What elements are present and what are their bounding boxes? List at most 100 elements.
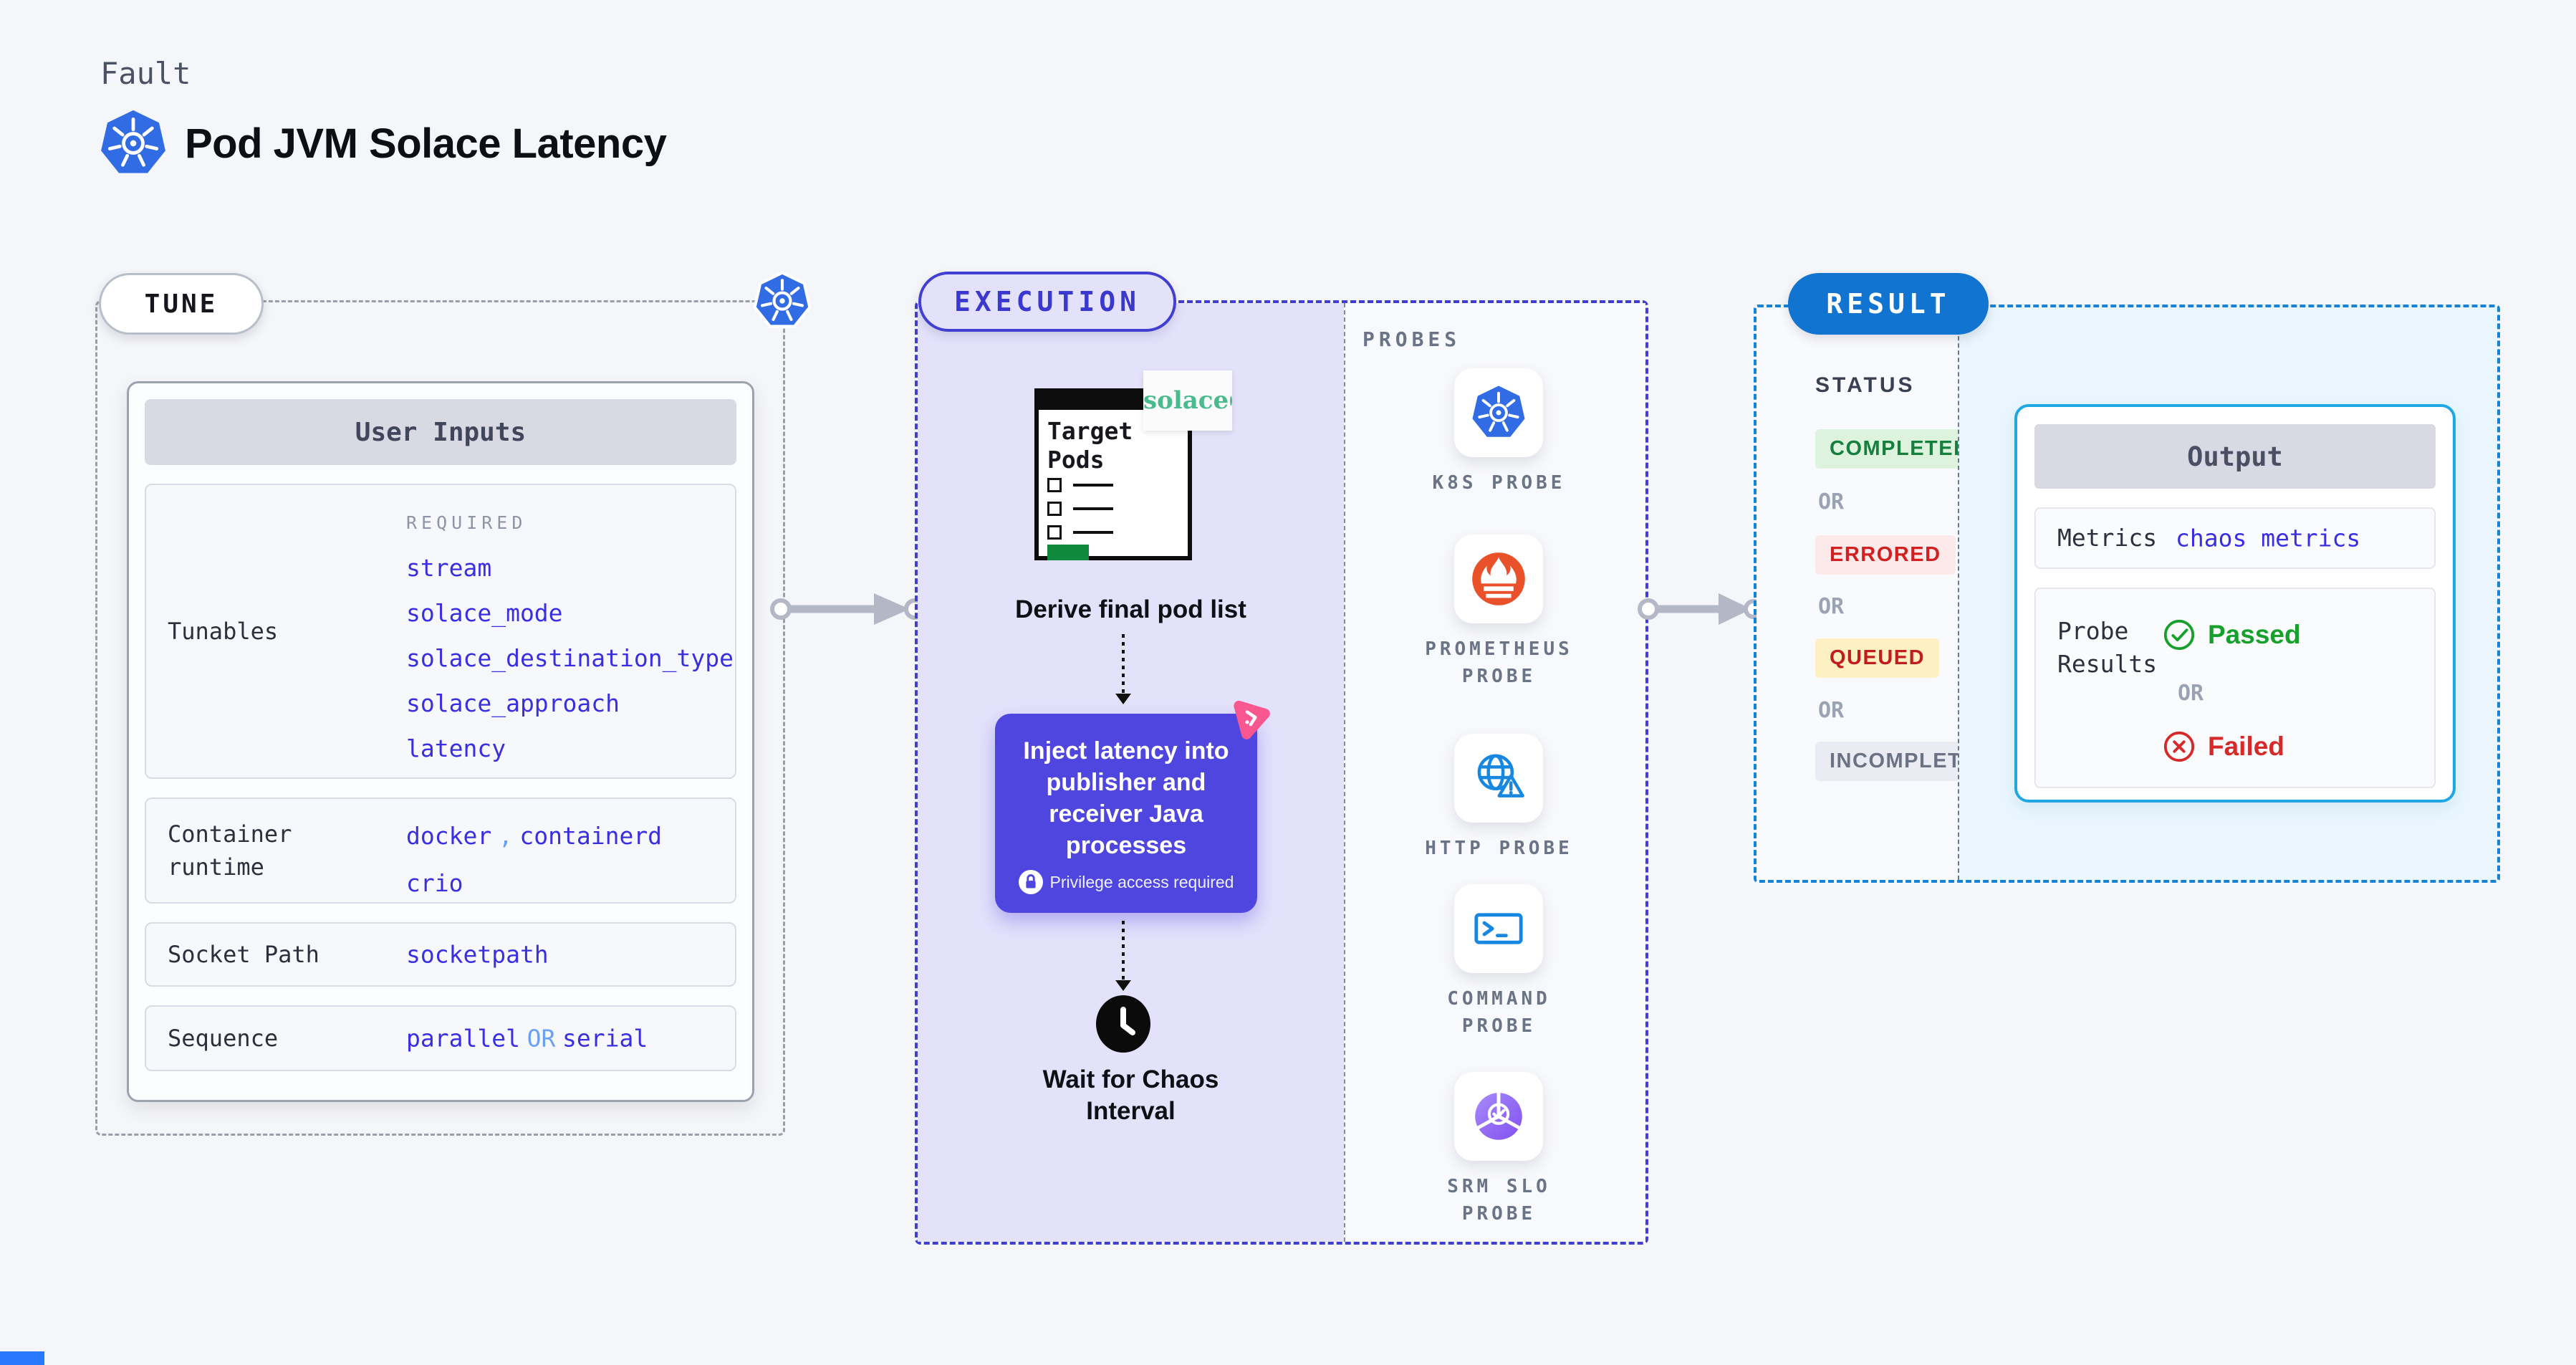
tunable-value: latency (406, 734, 506, 762)
socket-path-label: Socket Path (168, 941, 319, 968)
k8s-probe-label: K8S PROBE (1432, 472, 1566, 494)
or-label: OR (1818, 594, 1845, 619)
tunables-row: Tunables REQUIRED stream solace_mode sol… (145, 484, 736, 779)
solace-logo-card: solace (1143, 370, 1232, 431)
page-title-row: Pod JVM Solace Latency (99, 109, 667, 178)
privilege-note-row: Privilege access required (1008, 870, 1244, 894)
or-label: OR (1818, 489, 1845, 514)
probes-panel: PROBES K8S PROBE PROMETHEUS PROBE HTTP P… (1344, 303, 1645, 1242)
pod-checklist-item (1047, 501, 1113, 517)
metrics-row: Metrics chaos metrics (2034, 507, 2436, 569)
status-badge-completed: COMPLETED (1815, 429, 1984, 469)
lock-icon (1018, 870, 1043, 894)
output-header: Output (2034, 424, 2436, 489)
check-circle-icon (2163, 619, 2195, 651)
prometheus-probe-label: PROMETHEUS PROBE (1425, 638, 1573, 687)
execution-flow-zone: Target Pods solace Derive final pod list… (918, 303, 1344, 1242)
metrics-label: Metrics (2057, 524, 2158, 552)
fault-kicker: Fault (100, 56, 191, 91)
or-connector: OR (527, 1024, 556, 1053)
http-probe-label: HTTP PROBE (1425, 838, 1573, 859)
flow-arrow-icon (770, 593, 926, 625)
runtime-value: containerd (519, 822, 663, 850)
solace-logo-dot (1230, 396, 1232, 406)
privilege-note: Privilege access required (1049, 872, 1234, 891)
green-button-graphic (1047, 545, 1089, 560)
http-globe-warning-icon (1469, 749, 1528, 808)
result-section: STATUS COMPLETED OR ERRORED OR QUEUED OR… (1754, 305, 2500, 883)
required-tag: REQUIRED (406, 512, 527, 533)
wait-chaos-interval-label: Wait for Chaos Interval (1042, 1065, 1219, 1125)
runtime-value: docker (406, 822, 492, 850)
probes-header: PROBES (1363, 327, 1461, 351)
command-probe-label: COMMAND PROBE (1447, 988, 1551, 1037)
sequence-label: Sequence (168, 1025, 279, 1052)
status-header: STATUS (1815, 373, 1916, 397)
value-separator: , (498, 822, 513, 850)
srm-slo-probe-card (1454, 1072, 1543, 1161)
checkbox-icon (1047, 502, 1062, 516)
probe-results-label: Probe Results (2057, 617, 2158, 678)
flow-arrow-icon (1638, 593, 1764, 625)
execution-section: Target Pods solace Derive final pod list… (915, 300, 1648, 1245)
status-column: STATUS COMPLETED OR ERRORED OR QUEUED OR… (1756, 307, 2007, 880)
srm-slo-probe-label: SRM SLO PROBE (1447, 1176, 1551, 1225)
litmus-chaos-icon (1234, 700, 1270, 739)
tunables-values: stream solace_mode solace_destination_ty… (406, 545, 734, 771)
user-inputs-card: User Inputs Tunables REQUIRED stream sol… (127, 381, 754, 1102)
status-badge-errored: ERRORED (1815, 535, 1956, 575)
or-label: OR (1818, 698, 1845, 723)
list-line (1073, 484, 1113, 487)
socket-path-value: socketpath (406, 940, 549, 969)
dotted-flow-arrow-icon (1122, 921, 1125, 987)
kubernetes-icon (99, 109, 168, 178)
srm-slo-pie-check-icon (1469, 1087, 1528, 1146)
passed-result: Passed (2162, 618, 2301, 652)
runtime-value: crio (406, 869, 463, 897)
probe-results-row: Probe Results Passed OR Failed (2034, 588, 2436, 788)
or-label: OR (2178, 681, 2204, 706)
tune-pill: TUNE (99, 273, 264, 335)
container-runtime-row: Container runtime docker , containerd cr… (145, 798, 736, 904)
status-badge-queued: QUEUED (1815, 638, 1940, 678)
sequence-value: parallel OR serial (406, 1024, 648, 1053)
prometheus-icon (1470, 550, 1527, 608)
prometheus-probe-card (1454, 535, 1543, 623)
inject-latency-step: Inject latency into publisher and receiv… (995, 714, 1257, 913)
http-probe-card (1454, 734, 1543, 823)
user-inputs-header: User Inputs (145, 399, 736, 465)
page-title: Pod JVM Solace Latency (185, 120, 667, 167)
solace-logo: solace (1143, 386, 1229, 415)
bottom-edge-artifact (0, 1351, 44, 1365)
metrics-value: chaos metrics (2176, 524, 2361, 552)
tunable-value: solace_destination_type (406, 644, 734, 672)
sequence-row: Sequence parallel OR serial (145, 1005, 736, 1071)
execution-pill: EXECUTION (918, 272, 1176, 332)
inject-latency-label: Inject latency into publisher and receiv… (1023, 737, 1229, 859)
result-pill: RESULT (1788, 273, 1989, 335)
list-line (1073, 507, 1113, 510)
terminal-icon (1470, 900, 1527, 957)
output-card: Output Metrics chaos metrics Probe Resul… (2014, 404, 2456, 803)
checkbox-icon (1047, 478, 1062, 492)
derive-pod-list-label: Derive final pod list (1015, 595, 1246, 623)
x-circle-icon (2163, 731, 2195, 762)
checkbox-icon (1047, 525, 1062, 540)
dotted-flow-arrow-icon (1122, 634, 1125, 700)
tunables-label: Tunables (168, 618, 279, 645)
socket-path-row: Socket Path socketpath (145, 922, 736, 987)
container-runtime-values: docker , containerd crio (406, 815, 662, 909)
tune-section (95, 300, 785, 1136)
tunable-value: solace_mode (406, 599, 563, 627)
k8s-probe-card (1454, 368, 1543, 457)
clock-icon (1096, 995, 1150, 1053)
list-line (1073, 531, 1113, 534)
tunable-value: solace_approach (406, 689, 620, 717)
container-runtime-label: Container runtime (168, 820, 292, 881)
pod-checklist-item (1047, 477, 1113, 493)
target-pods-title: Target Pods (1047, 417, 1133, 474)
pod-checklist-item (1047, 525, 1113, 540)
kubernetes-icon (1471, 385, 1527, 441)
failed-result: Failed (2162, 729, 2284, 764)
